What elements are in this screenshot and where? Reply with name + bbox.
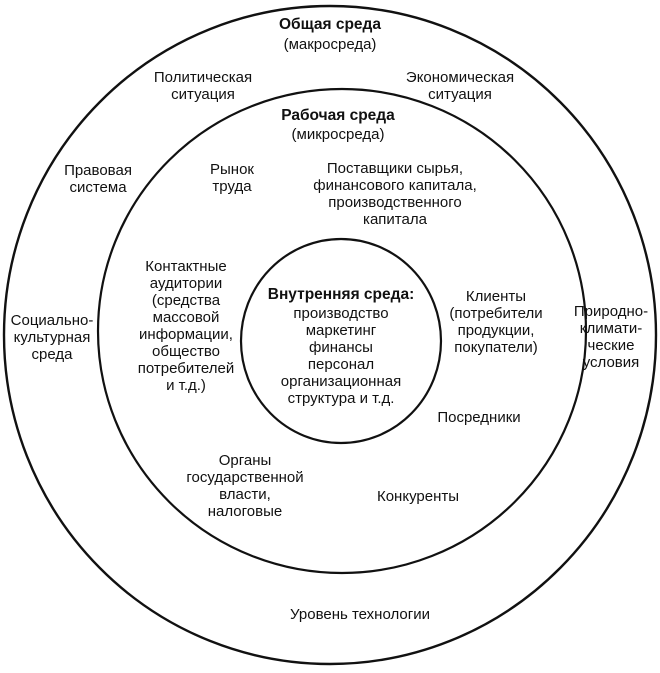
factor-intermediaries: Посредники	[437, 409, 521, 426]
middle-circle	[96, 87, 588, 575]
inner-circle	[239, 237, 443, 445]
inner-title: Внутренняя среда:	[267, 286, 415, 303]
factor-competitors: Конкуренты	[376, 488, 460, 505]
inner-items: производство маркетинг финансы персонал …	[280, 305, 402, 407]
outer-circle	[2, 4, 658, 666]
factor-government: Органы государственной власти, налоговые	[186, 452, 304, 520]
factor-legal: Правовая система	[64, 162, 132, 196]
middle-subtitle: (микросреда)	[291, 126, 385, 143]
factor-political: Политическая ситуация	[153, 69, 253, 103]
outer-title: Общая среда	[278, 16, 382, 33]
factor-audiences: Контактные аудитории (средства массовой …	[137, 258, 235, 394]
middle-title: Рабочая среда	[281, 107, 395, 124]
factor-natural: Природно- климати- ческие условия	[573, 303, 649, 371]
factor-labor: Рынок труда	[210, 161, 254, 195]
factor-sociocultural: Социально- культурная среда	[10, 312, 94, 363]
factor-suppliers: Поставщики сырья, финансового капитала, …	[313, 160, 477, 228]
factor-economic: Экономическая ситуация	[405, 69, 515, 103]
factor-clients: Клиенты (потребители продукции, покупате…	[449, 288, 543, 356]
outer-subtitle: (макросреда)	[283, 36, 377, 53]
factor-technology: Уровень технологии	[290, 606, 430, 623]
